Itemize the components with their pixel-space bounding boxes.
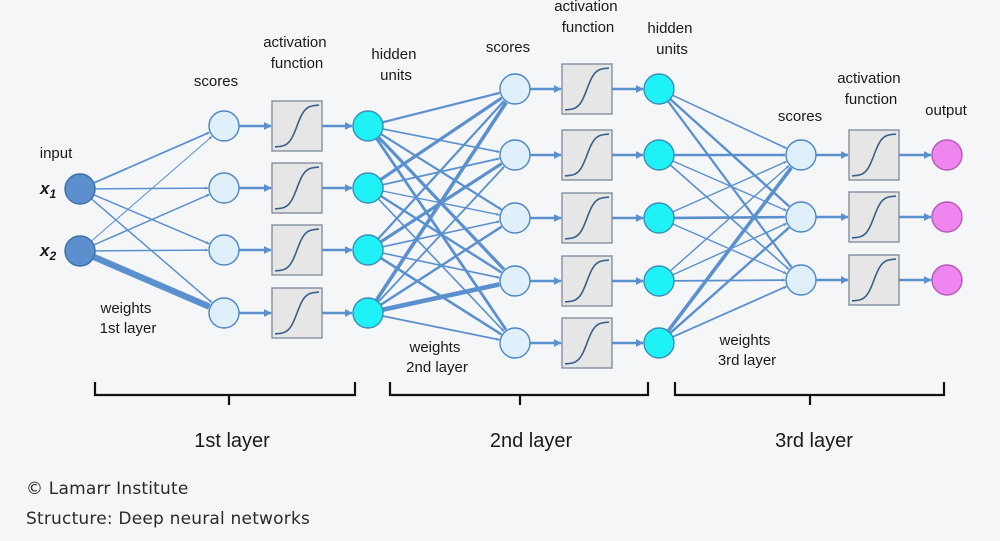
activation-box-l1-1 (271, 100, 323, 152)
activation-function-boxes (271, 63, 900, 369)
x1-label: x1 (39, 179, 56, 201)
score-node-l1-4 (208, 297, 240, 329)
network-nodes (64, 73, 963, 359)
hidden-units-1-label: hidden units (371, 46, 420, 84)
layer-3-bracket (673, 382, 946, 405)
activation-box-l1-3 (271, 224, 323, 276)
weight-edge (669, 226, 790, 334)
activation-box-l2-3 (561, 192, 613, 244)
input-node-2 (64, 235, 96, 267)
hidden-node-l2-5 (643, 327, 675, 359)
weight-edge (379, 96, 503, 181)
activation-box-l2-5 (561, 317, 613, 369)
score-node-l2-2 (499, 139, 531, 171)
copyright-credit: © Lamarr Institute (26, 479, 189, 499)
weight-edge (92, 253, 211, 310)
weight-edge (94, 248, 209, 252)
weight-edge (93, 131, 210, 184)
activation-box-l2-2 (561, 129, 613, 181)
weight-edge (374, 101, 508, 302)
hidden-node-l2-3 (643, 202, 675, 234)
weight-edge (93, 193, 210, 246)
weights-3rd-layer-label: weights 3rd layer (718, 332, 776, 369)
score-node-l2-1 (499, 73, 531, 105)
activation-function-2-label: activation function (554, 0, 622, 36)
score-node-l2-3 (499, 202, 531, 234)
hidden-node-l2-4 (643, 265, 675, 297)
score-node-l1-1 (208, 110, 240, 142)
weight-edge (379, 225, 503, 306)
score-node-l1-2 (208, 172, 240, 204)
activation-function-1-label: activation function (263, 34, 331, 72)
hidden-node-l1-2 (352, 172, 384, 204)
hidden-node-l2-2 (643, 139, 675, 171)
score-node-l2-5 (499, 327, 531, 359)
hidden-node-l1-1 (352, 110, 384, 142)
input-node-1 (64, 173, 96, 205)
x2-label: x2 (39, 241, 56, 263)
weight-edge (669, 98, 790, 208)
hidden-node-l2-1 (643, 73, 675, 105)
score-node-l3-3 (785, 264, 817, 296)
weight-edge (382, 91, 500, 124)
hidden-node-l1-4 (352, 297, 384, 329)
hidden-node-l1-3 (352, 234, 384, 266)
output-node-3 (931, 264, 963, 296)
weight-edge (382, 282, 500, 313)
activation-box-l3-1 (848, 129, 900, 181)
activation-box-l1-4 (271, 287, 323, 339)
scores-2-label: scores (486, 39, 530, 56)
figure-caption: Structure: Deep neural networks (26, 509, 311, 529)
score-node-l3-2 (785, 201, 817, 233)
scores-1-label: scores (194, 73, 238, 90)
score-node-l3-1 (785, 139, 817, 171)
activation-box-l2-4 (561, 255, 613, 307)
weight-edge (669, 165, 790, 272)
weight-edge (667, 100, 793, 268)
weight-connections (90, 85, 932, 347)
layer-2-bracket (388, 382, 650, 405)
layer-1-label: 1st layer (194, 430, 270, 452)
output-node-1 (931, 139, 963, 171)
activation-box-l3-2 (848, 191, 900, 243)
weight-edge (672, 160, 787, 213)
activation-box-l3-3 (848, 254, 900, 306)
layer-3-label: 3rd layer (775, 430, 853, 452)
weight-edge (666, 166, 793, 333)
score-node-l1-3 (208, 234, 240, 266)
weight-edge (672, 285, 787, 338)
activation-box-l1-2 (271, 162, 323, 214)
hidden-units-2-label: hidden units (647, 20, 696, 58)
weight-edge (672, 94, 787, 149)
weights-1st-layer-label: weights 1st layer (99, 300, 156, 337)
score-node-l2-4 (499, 265, 531, 297)
weight-edge (673, 215, 786, 220)
neural-network-diagram: input x1 x2 weights 1st layer scores act… (39, 0, 968, 452)
layer-2-label: 2nd layer (490, 430, 573, 452)
scores-3-label: scores (778, 108, 822, 125)
weight-edge (377, 166, 505, 303)
weight-edge (90, 136, 213, 242)
weight-edge (377, 100, 506, 240)
activation-function-3-label: activation function (837, 70, 905, 108)
output-label: output (925, 102, 968, 119)
weights-2nd-layer-label: weights 2nd layer (406, 339, 468, 376)
weight-edge (382, 315, 500, 341)
layer-1-bracket (93, 382, 357, 405)
input-label: input (40, 145, 73, 162)
output-node-2 (931, 201, 963, 233)
activation-box-l2-1 (561, 63, 613, 115)
